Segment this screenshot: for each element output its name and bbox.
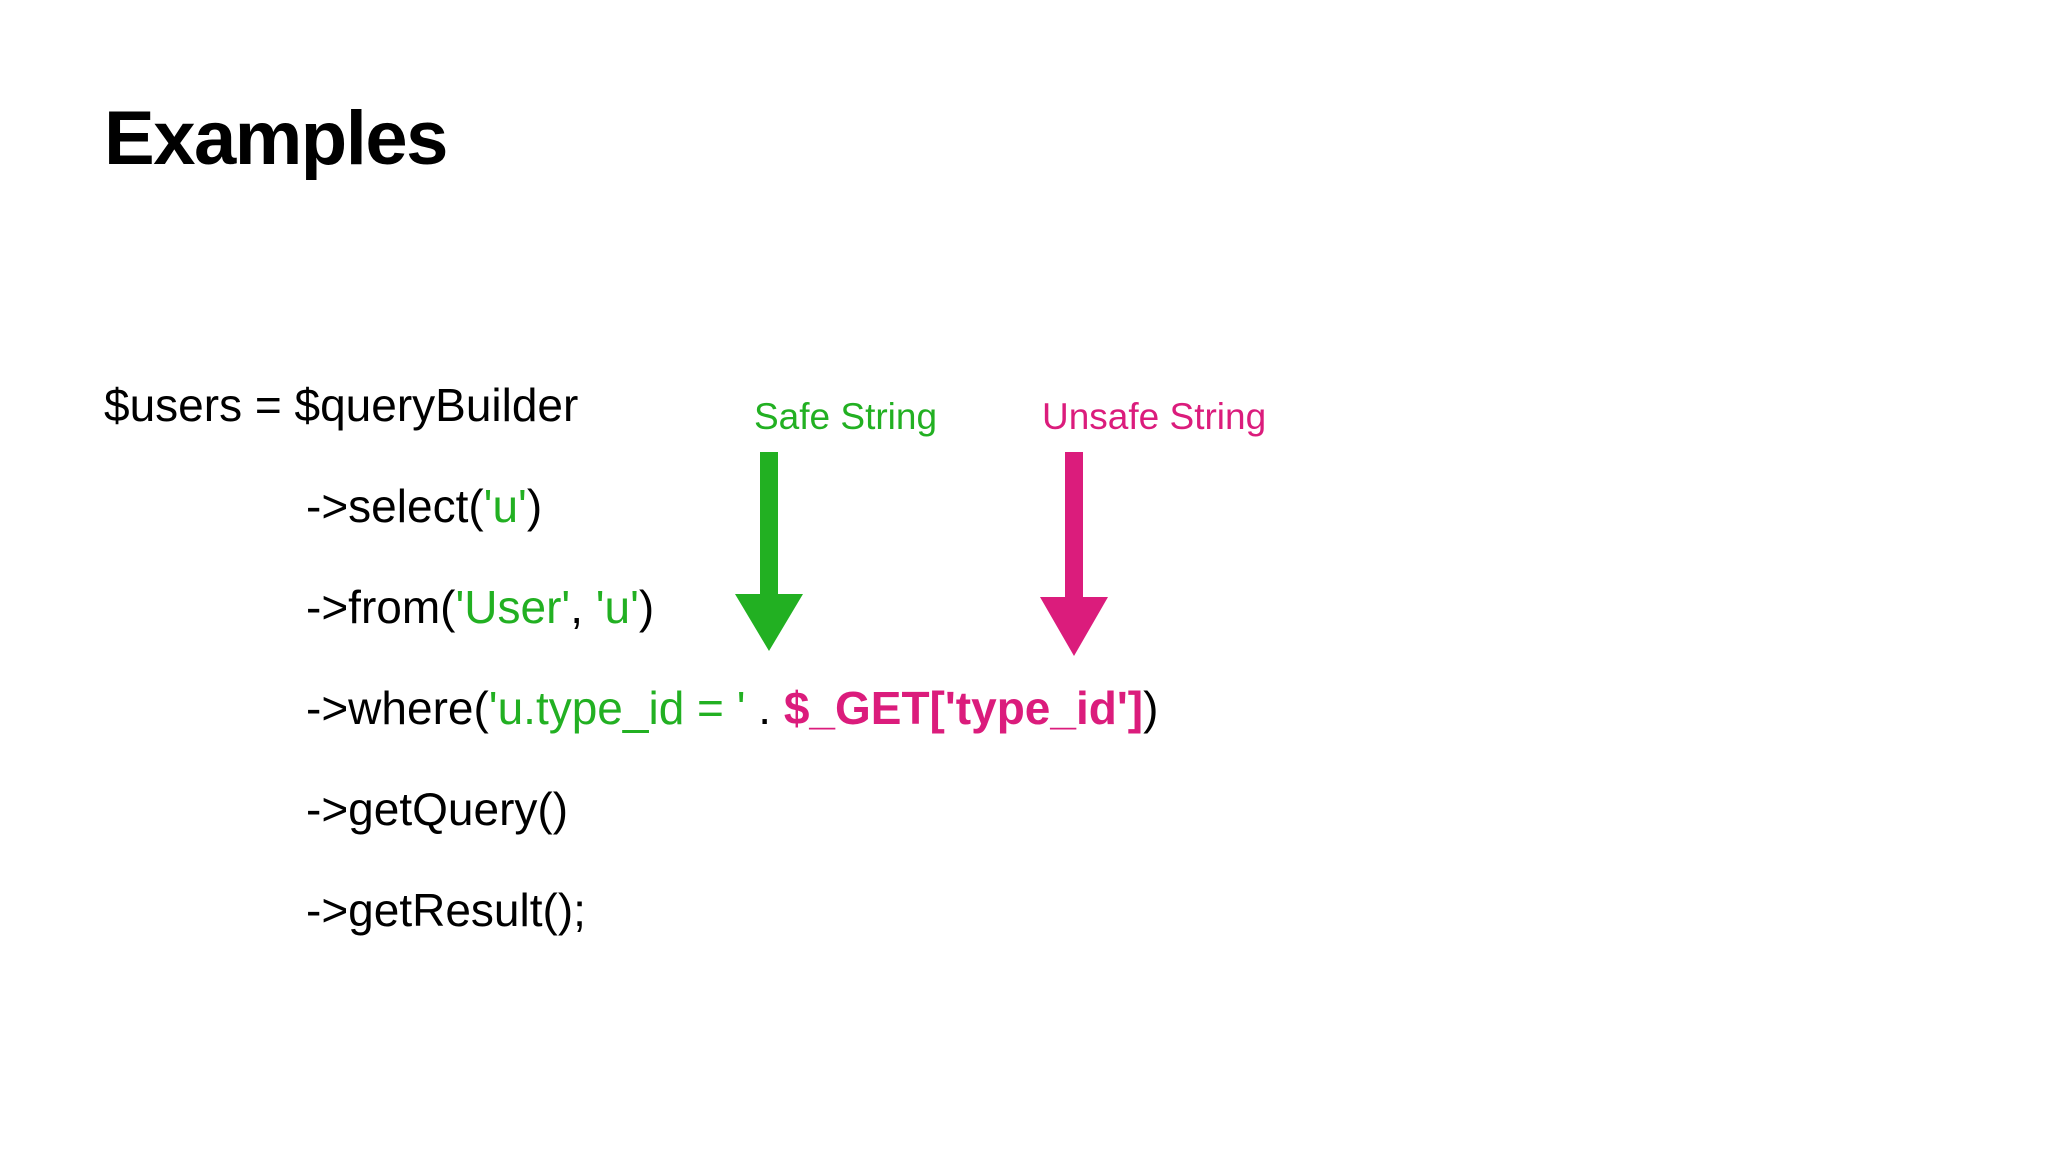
code-token-plain: ->getQuery() <box>306 783 569 835</box>
code-token-unsafe: $_GET['type_id'] <box>783 682 1144 734</box>
code-token-plain: ) <box>638 581 655 633</box>
annotation-safe-arrow <box>733 452 805 652</box>
code-token-safe: 'u' <box>483 480 527 532</box>
annotation-safe-label: Safe String <box>754 396 938 437</box>
code-line: ->where('u.type_id = ' . $_GET['type_id'… <box>104 658 1158 759</box>
code-token-plain: ->where( <box>306 682 489 734</box>
code-line: ->select('u') <box>104 456 1158 557</box>
code-token-plain: ->from( <box>306 581 456 633</box>
code-token-plain: $users = $queryBuilder <box>104 379 579 431</box>
annotation-safe-string: Safe String <box>754 398 937 435</box>
code-token-plain: ->select( <box>306 480 484 532</box>
code-line: ->getQuery() <box>104 759 1158 860</box>
code-token-safe: 'u.type_id = ' <box>488 682 746 734</box>
code-line: $users = $queryBuilder <box>104 355 1158 456</box>
code-token-plain: . <box>745 682 784 734</box>
page-title: Examples <box>104 96 448 181</box>
down-arrow-icon <box>735 452 803 651</box>
code-token-plain: ->getResult(); <box>306 884 586 936</box>
code-token-plain: ) <box>526 480 543 532</box>
code-token-safe: 'u' <box>595 581 639 633</box>
code-block: $users = $queryBuilder->select('u')->fro… <box>104 355 1158 961</box>
code-line: ->getResult(); <box>104 860 1158 961</box>
down-arrow-icon <box>1040 452 1108 656</box>
annotation-unsafe-label: Unsafe String <box>1042 396 1267 437</box>
code-token-safe: 'User' <box>455 581 571 633</box>
code-token-plain: , <box>570 581 596 633</box>
code-line: ->from('User', 'u') <box>104 557 1158 658</box>
annotation-unsafe-string: Unsafe String <box>1042 398 1266 435</box>
annotation-unsafe-arrow <box>1038 452 1110 657</box>
code-token-plain: ) <box>1143 682 1159 734</box>
